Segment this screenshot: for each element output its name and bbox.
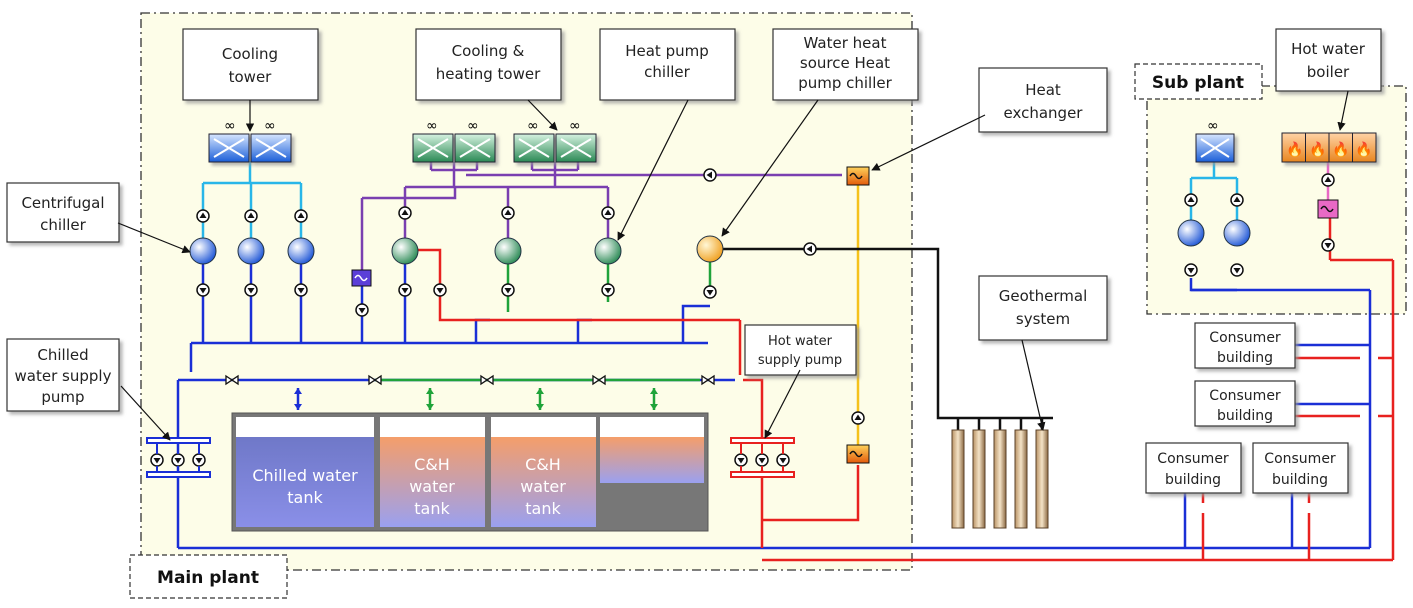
geothermal-label-1: Geothermal (999, 287, 1088, 305)
fan-icon: ∞ (527, 118, 539, 134)
ch-tower-label-1: Cooling & (452, 42, 525, 60)
chilled-tank-label-2: tank (287, 488, 323, 507)
sub-cooling-tower-unit (1195, 133, 1235, 163)
heat-exchanger-label-1: Heat (1025, 81, 1061, 99)
hw-supply-pump-label-2: supply pump (758, 353, 842, 368)
sub-plant-label: Sub plant (1152, 73, 1244, 93)
centrifugal-chiller-3 (287, 237, 315, 265)
ch-tank2-label-1: C&H (525, 455, 561, 474)
ch-tower-label-2: heating tower (436, 65, 541, 83)
heat-exchanger-label-2: exchanger (1004, 104, 1084, 122)
centrifugal-label-2: chiller (40, 216, 86, 234)
geothermal-pipe (720, 247, 1053, 430)
flame-icon: 🔥 (1309, 141, 1326, 158)
tank-block (231, 412, 709, 532)
hw-boiler-label-1: Hot water (1291, 40, 1366, 58)
whs-chiller-label-1: Water heat (804, 34, 887, 52)
hw-boiler-label-2: boiler (1307, 63, 1350, 81)
consumer-label-2b: building (1217, 408, 1273, 424)
water-heat-source-chiller (696, 235, 724, 263)
heat-pump-chiller-3 (594, 237, 622, 265)
cooling-tower-unit (208, 133, 292, 163)
centrifugal-label-1: Centrifugal (21, 194, 104, 212)
consumer-label-1a: Consumer (1209, 330, 1281, 346)
ch-tank2-label-2: water (520, 477, 566, 496)
cooling-tower-label-2: tower (229, 68, 273, 86)
centrifugal-chiller-1 (189, 237, 217, 265)
geothermal-boreholes (951, 429, 1049, 529)
chilled-pump-header (146, 437, 211, 478)
centrifugal-chiller-2 (237, 237, 265, 265)
heat-pump-chiller-2 (494, 237, 522, 265)
arrow-icon (294, 388, 658, 410)
whs-chiller-label-2: source Heat (800, 54, 890, 72)
fan-icon: ∞ (1207, 118, 1219, 134)
chilled-tank-label-1: Chilled water (252, 466, 358, 485)
purple-pipes (360, 162, 842, 272)
fan-icon: ∞ (467, 118, 479, 134)
consumer-label-4a: Consumer (1264, 451, 1336, 467)
consumer-label-3b: building (1165, 472, 1221, 488)
chilled-supply-pump-label-2: water supply (15, 367, 112, 385)
fan-icon: ∞ (264, 118, 276, 134)
fan-icon: ∞ (224, 118, 236, 134)
cooling-heating-tower-unit (412, 133, 597, 163)
flame-icon: 🔥 (1286, 141, 1303, 158)
hot-pump-header (730, 437, 795, 478)
hp-chiller-label-2: chiller (644, 63, 690, 81)
pointer-lines (117, 90, 1349, 441)
fan-icon: ∞ (426, 118, 438, 134)
chilled-supply-pump-label-1: Chilled (37, 346, 88, 364)
ch-tank1-label-3: tank (414, 499, 450, 518)
plant-title-boxes (129, 63, 1263, 599)
flame-icon: 🔥 (1332, 141, 1349, 158)
hot-water-boiler-unit (1281, 132, 1377, 163)
callout-boxes (6, 28, 1382, 494)
flame-icon: 🔥 (1355, 141, 1372, 158)
ch-tank1-label-2: water (409, 477, 455, 496)
sub-chiller-2 (1223, 219, 1251, 247)
ch-tank1-label-1: C&H (414, 455, 450, 474)
heat-pump-chiller-1 (391, 237, 419, 265)
geothermal-label-2: system (1016, 310, 1070, 328)
consumer-label-3a: Consumer (1157, 451, 1229, 467)
fan-icon: ∞ (569, 118, 581, 134)
sub-chiller-1 (1177, 219, 1205, 247)
consumer-label-2a: Consumer (1209, 388, 1281, 404)
consumer-label-1b: building (1217, 350, 1273, 366)
chilled-water-pipes (176, 260, 1372, 550)
hw-supply-pump-label-1: Hot water (768, 334, 833, 349)
chilled-supply-pump-label-3: pump (41, 388, 84, 406)
consumer-label-4b: building (1272, 472, 1328, 488)
heat-exchanger-icon (351, 166, 1339, 464)
ch-tank2-label-3: tank (525, 499, 561, 518)
whs-chiller-label-3: pump chiller (798, 74, 892, 92)
main-plant-label: Main plant (157, 568, 259, 588)
cooling-tower-label-1: Cooling (222, 45, 278, 63)
hp-chiller-label-1: Heat pump (625, 42, 709, 60)
